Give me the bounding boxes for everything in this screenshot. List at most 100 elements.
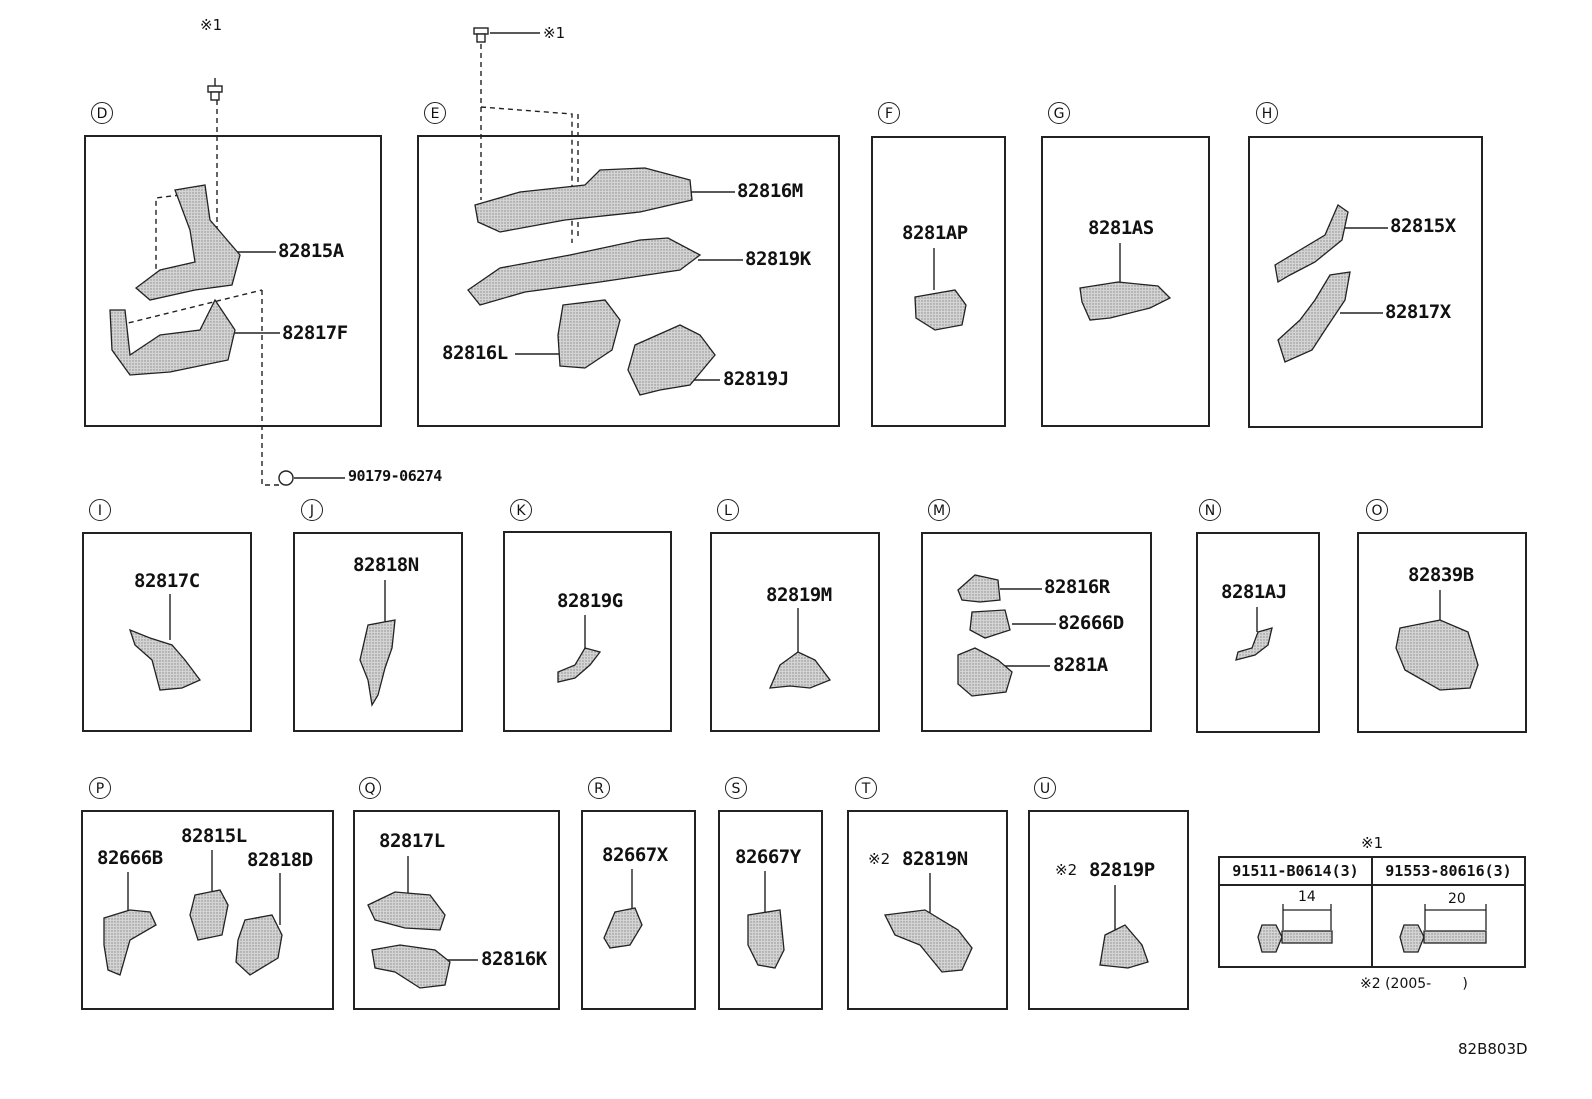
part-label-82819n[interactable]: 82819N	[902, 848, 968, 870]
bolt-part-91553[interactable]: 91553-80616(3)	[1385, 862, 1512, 880]
section-box-f	[871, 136, 1006, 427]
part-shape-82667x	[603, 907, 643, 949]
part-shape-82818d	[235, 914, 283, 976]
part-label-82815x[interactable]: 82815X	[1390, 215, 1456, 237]
bolt-length-20: 20	[1448, 891, 1466, 907]
ref2-range-note: ※2 (2005- )	[1360, 976, 1468, 992]
section-marker-l: L	[717, 499, 739, 521]
section-marker-i: I	[89, 499, 111, 521]
part-shape-82819p	[1099, 924, 1149, 969]
part-label-82839b[interactable]: 82839B	[1408, 564, 1474, 586]
section-box-q	[353, 810, 560, 1010]
part-shape-8281aj	[1235, 627, 1273, 661]
part-label-82666d[interactable]: 82666D	[1058, 612, 1124, 634]
section-marker-q: Q	[359, 777, 381, 799]
bolt-table: 91511-B0614(3) 91553-80616(3)	[1218, 856, 1526, 968]
part-label-82667y[interactable]: 82667Y	[735, 846, 801, 868]
part-shape-82819j	[627, 324, 716, 396]
part-label-8281a[interactable]: 8281A	[1053, 654, 1108, 676]
part-shape-82819k	[467, 237, 702, 306]
section-marker-d: D	[91, 102, 113, 124]
part-label-82819p[interactable]: 82819P	[1089, 859, 1155, 881]
part-label-82818d[interactable]: 82818D	[247, 849, 313, 871]
part-label-82817x[interactable]: 82817X	[1385, 301, 1451, 323]
clip-part-number[interactable]: 90179-06274	[348, 467, 442, 485]
part-label-82818n[interactable]: 82818N	[353, 554, 419, 576]
part-label-82816r[interactable]: 82816R	[1044, 576, 1110, 598]
section-marker-f: F	[878, 102, 900, 124]
part-label-82817l[interactable]: 82817L	[379, 830, 445, 852]
part-shape-82817c	[128, 628, 202, 691]
bolt-part-91511[interactable]: 91511-B0614(3)	[1232, 862, 1359, 880]
part-label-82666b[interactable]: 82666B	[97, 847, 163, 869]
section-box-p	[81, 810, 334, 1010]
part-shape-82815a	[134, 184, 241, 301]
part-shape-82818n	[359, 619, 396, 707]
section-marker-r: R	[588, 777, 610, 799]
section-marker-j: J	[301, 499, 323, 521]
section-box-s	[718, 810, 823, 1010]
part-shape-82815l	[189, 889, 229, 941]
section-marker-g: G	[1048, 102, 1070, 124]
section-box-j	[293, 532, 463, 732]
part-label-8281as[interactable]: 8281AS	[1088, 217, 1154, 239]
part-label-82816l[interactable]: 82816L	[442, 342, 508, 364]
section-marker-t: T	[855, 777, 877, 799]
part-label-82819m[interactable]: 82819M	[766, 584, 832, 606]
part-shape-82817f	[109, 298, 236, 376]
ref2-mark-t: ※2	[868, 850, 891, 868]
part-shape-82819n	[884, 909, 973, 973]
diagram-code: 82B803D	[1458, 1040, 1528, 1058]
section-box-g	[1041, 136, 1210, 427]
section-marker-p: P	[89, 777, 111, 799]
part-shape-82819m	[768, 651, 832, 689]
bolt-table-header-91511: 91511-B0614(3)	[1218, 856, 1373, 886]
part-shape-82666b	[103, 909, 157, 976]
part-label-82819g[interactable]: 82819G	[557, 590, 623, 612]
section-box-n	[1196, 532, 1320, 733]
bolt-icon-d	[207, 78, 223, 101]
bolt-table-cell-91511	[1218, 884, 1373, 968]
part-label-8281ap[interactable]: 8281AP	[902, 222, 968, 244]
section-marker-k: K	[510, 499, 532, 521]
part-shape-8281ap	[914, 289, 967, 331]
section-marker-s: S	[725, 777, 747, 799]
part-label-82815l[interactable]: 82815L	[181, 825, 247, 847]
section-box-r	[581, 810, 696, 1010]
part-shape-82815x	[1274, 204, 1349, 284]
part-shape-82817x	[1277, 271, 1351, 363]
section-box-k	[503, 531, 672, 732]
section-marker-m: M	[928, 499, 950, 521]
section-marker-o: O	[1366, 499, 1388, 521]
part-label-82817c[interactable]: 82817C	[134, 570, 200, 592]
section-box-h	[1248, 136, 1483, 428]
part-label-82816k[interactable]: 82816K	[481, 948, 547, 970]
part-label-82816m[interactable]: 82816M	[737, 180, 803, 202]
part-shape-82839b	[1395, 619, 1479, 691]
part-shape-82816r	[957, 574, 1001, 603]
part-label-82817f[interactable]: 82817F	[282, 322, 348, 344]
part-label-8281aj[interactable]: 8281AJ	[1221, 581, 1287, 603]
section-marker-h: H	[1256, 102, 1278, 124]
section-marker-n: N	[1199, 499, 1221, 521]
part-label-82667x[interactable]: 82667X	[602, 844, 668, 866]
part-label-82815a[interactable]: 82815A	[278, 240, 344, 262]
section-marker-e: E	[424, 102, 446, 124]
section-box-l	[710, 532, 880, 732]
bolt-table-cell-91553	[1371, 884, 1526, 968]
part-shape-82817l	[367, 891, 446, 931]
part-shape-82816m	[474, 167, 693, 233]
ref2-mark-u: ※2	[1055, 861, 1078, 879]
ref1-mark-d: ※1	[200, 16, 223, 34]
ref1-mark-e: ※1	[543, 24, 566, 42]
bolt-icon-e	[473, 27, 489, 43]
part-label-82819k[interactable]: 82819K	[745, 248, 811, 270]
section-marker-u: U	[1034, 777, 1056, 799]
part-shape-82816l	[557, 299, 621, 369]
part-shape-82667y	[747, 909, 785, 969]
part-label-82819j[interactable]: 82819J	[723, 368, 789, 390]
section-box-i	[82, 532, 252, 732]
part-shape-8281a	[957, 647, 1013, 697]
bolt-length-14: 14	[1298, 889, 1316, 905]
